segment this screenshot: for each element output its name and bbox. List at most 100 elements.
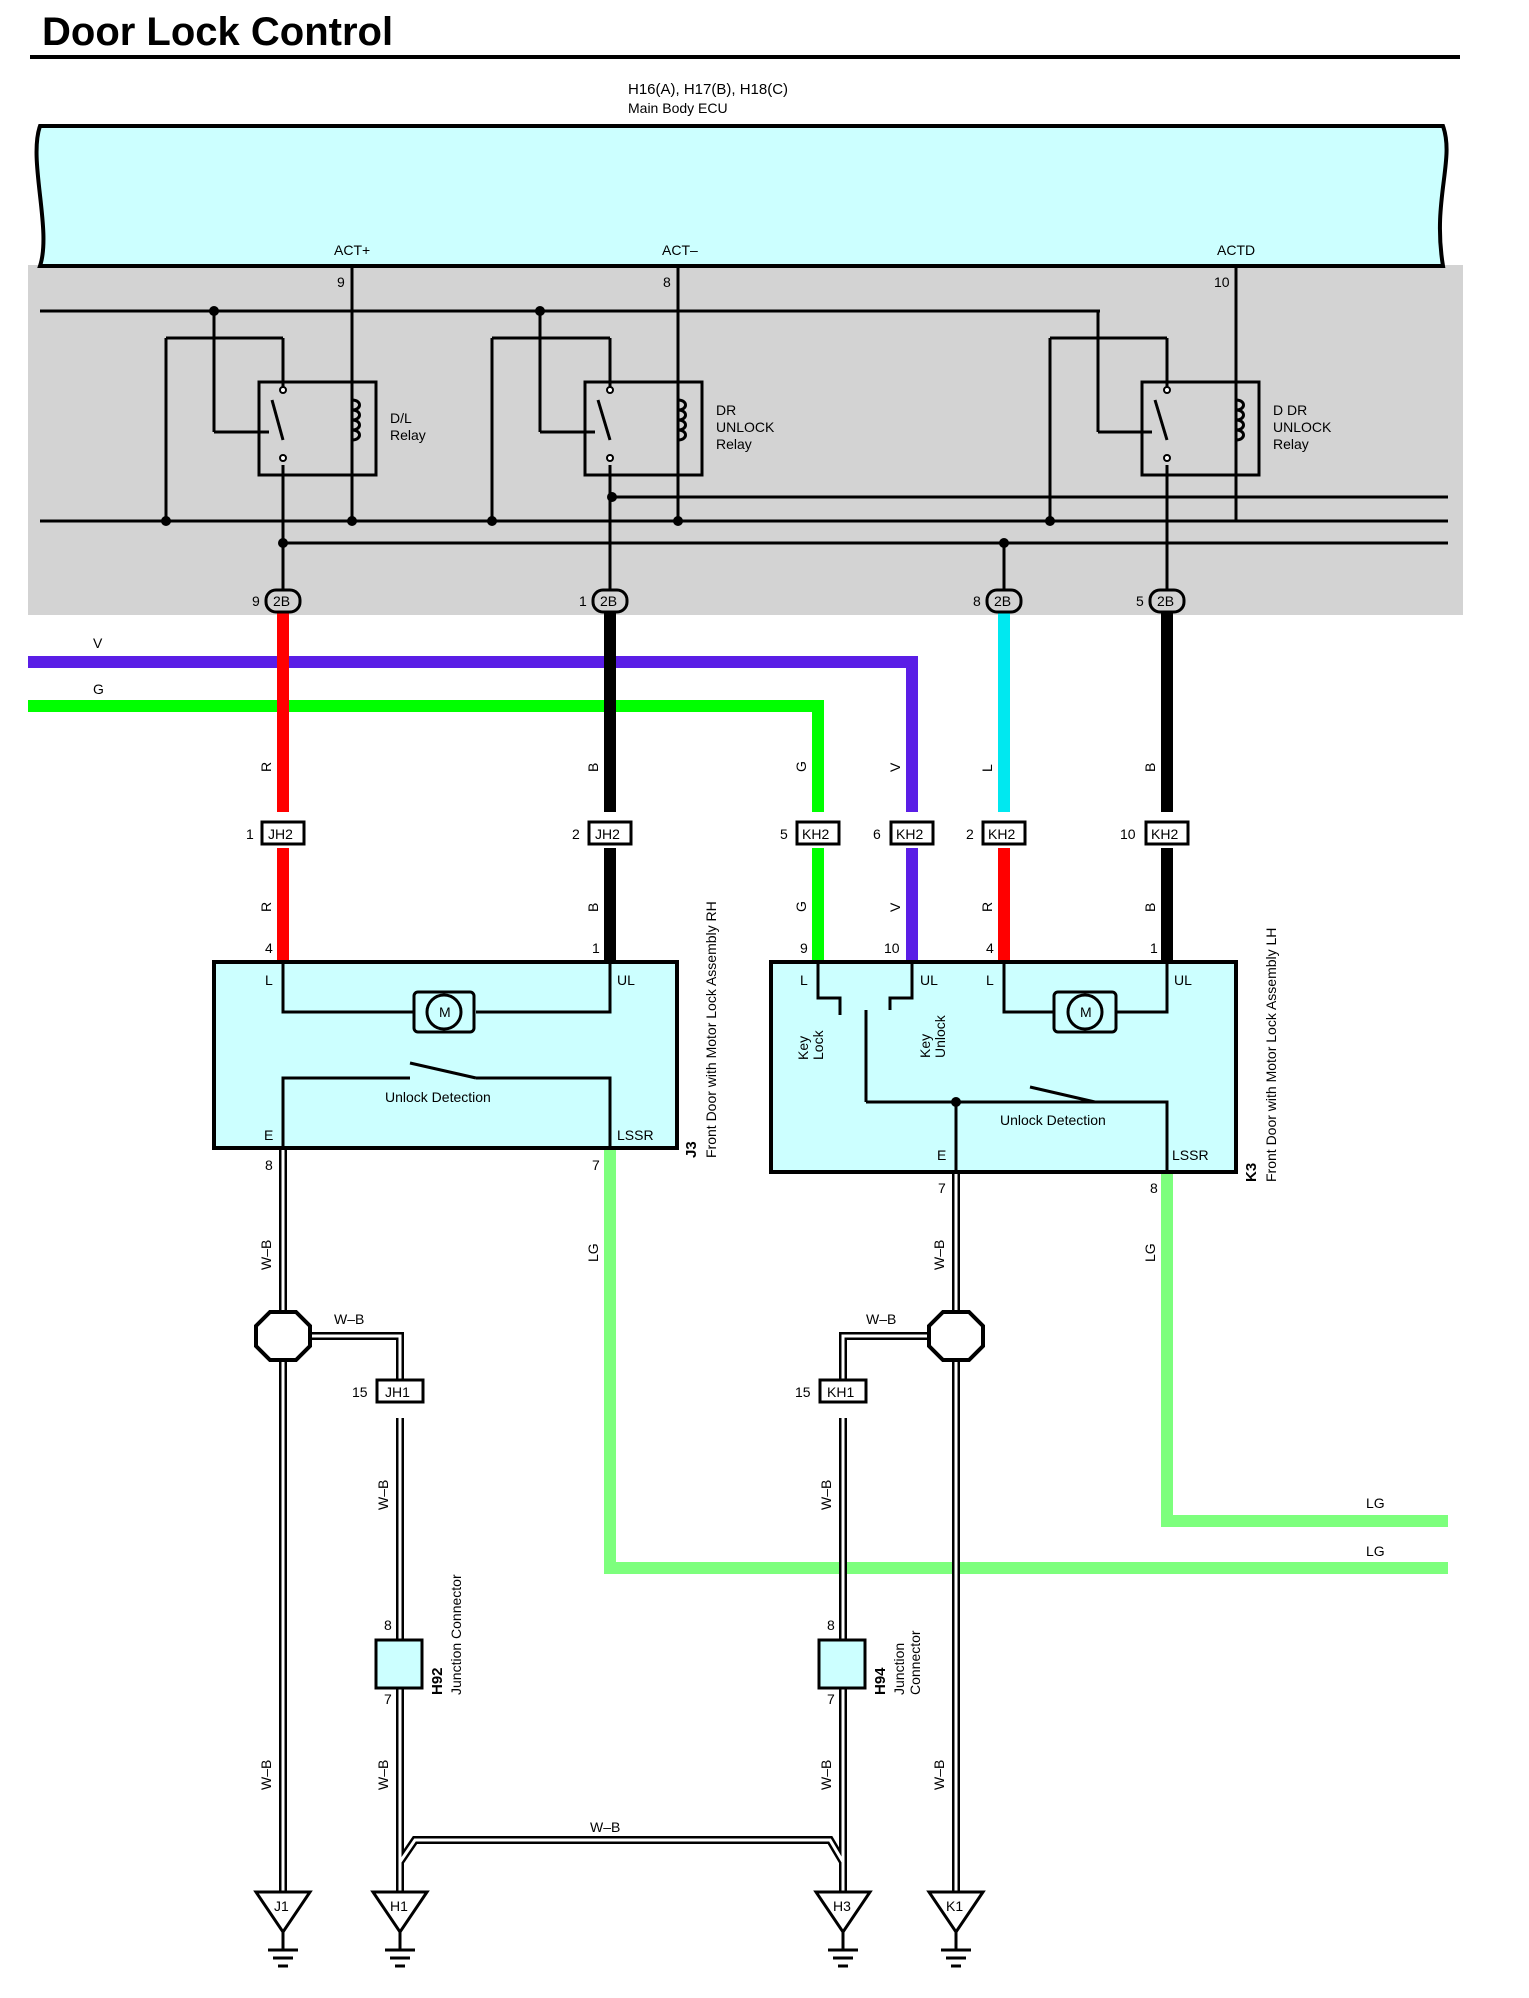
wire-label-wb-4: W–B (866, 1311, 896, 1327)
junction-dots (161, 306, 1171, 548)
terminal-act-plus: ACT+ (334, 242, 370, 258)
dl-relay-label-2: Relay (390, 427, 426, 443)
rh-pin-7: 7 (592, 1157, 600, 1173)
lh-key-lock-1: Key (795, 1036, 811, 1060)
wire-label-wb-10: W–B (931, 1760, 947, 1790)
ecu-codes: H16(A), H17(B), H18(C) (628, 81, 788, 98)
h94-block (817, 1638, 867, 1690)
wire-label-b-2: B (1142, 763, 1158, 772)
lh-terminal-ul-2: UL (1174, 972, 1192, 988)
splice-lh (927, 1310, 985, 1362)
ground-h1: H1 (390, 1898, 408, 1914)
jh1-pin: 15 (352, 1384, 368, 1400)
kh2-pin-5: 5 (780, 826, 788, 842)
motor-rh-icon (425, 993, 463, 1031)
rh-terminal-lssr: LSSR (617, 1127, 654, 1143)
lh-pin-9: 9 (800, 940, 808, 956)
splice-rh (254, 1310, 312, 1362)
dr-unlock-relay-label-2: UNLOCK (716, 419, 775, 435)
wire-label-r-2: R (258, 902, 274, 912)
terminal-act-plus-pin: 9 (337, 274, 345, 290)
dr-unlock-relay-label-1: DR (716, 402, 736, 418)
wire-label-wb-1: W–B (258, 1240, 274, 1270)
lh-pin-7: 7 (938, 1180, 946, 1196)
lh-pin-10: 10 (884, 940, 900, 956)
dr-unlock-relay-label-3: Relay (716, 436, 752, 452)
h94-name-1: Junction (891, 1643, 907, 1695)
lh-switch-label: Unlock Detection (1000, 1112, 1106, 1128)
h92-pin-8: 8 (384, 1617, 392, 1633)
connector-2b-pin-5: 5 (1136, 593, 1144, 609)
kh2-code-4: KH2 (1151, 826, 1178, 842)
rh-pin-4: 4 (265, 940, 273, 956)
kh1-pin: 15 (795, 1384, 811, 1400)
lh-terminal-l-1: L (800, 972, 808, 988)
lh-key-unlock-1: Key (917, 1034, 933, 1058)
wire-lg-rh (604, 1150, 1448, 1574)
kh1-connector (818, 1378, 868, 1404)
wire-g-label: G (93, 681, 104, 697)
rh-terminal-l: L (265, 972, 273, 988)
wire-label-l-1: L (979, 764, 995, 772)
lh-terminal-lssr: LSSR (1172, 1147, 1209, 1163)
wire-label-wb-8: W–B (375, 1760, 391, 1790)
wire-v-label: V (93, 635, 103, 651)
kh1-code: KH1 (827, 1384, 854, 1400)
wire-label-lg-3: LG (1366, 1495, 1385, 1511)
terminal-act-minus-pin: 8 (663, 274, 671, 290)
wire-label-b-3: B (585, 903, 601, 912)
wire-label-wb-9: W–B (818, 1760, 834, 1790)
wire-label-g-1: G (793, 761, 809, 772)
lh-terminal-ul-1: UL (920, 972, 938, 988)
ground-k1: K1 (946, 1898, 963, 1914)
h92-code: H92 (429, 1667, 446, 1695)
ground-symbols (253, 1890, 986, 1968)
wire-label-wb-6: W–B (818, 1480, 834, 1510)
dl-relay-label-1: D/L (390, 410, 412, 426)
jh1-connector (375, 1378, 425, 1404)
connector-2b-code-1: 2B (273, 593, 290, 609)
d-dr-unlock-relay-label-3: Relay (1273, 436, 1309, 452)
wire-label-wb-2: W–B (931, 1240, 947, 1270)
lh-key-lock-2: Lock (810, 1029, 826, 1060)
terminal-actd-pin: 10 (1214, 274, 1230, 290)
lh-junction-dot (951, 1097, 961, 1107)
h94-name-2: Connector (907, 1630, 923, 1695)
wire-v (28, 656, 918, 812)
rh-terminal-ul: UL (617, 972, 635, 988)
lh-terminal-l-2: L (986, 972, 994, 988)
wire-label-lg-4: LG (1366, 1543, 1385, 1559)
lh-pin-1: 1 (1150, 940, 1158, 956)
connector-2b-pin-1: 1 (579, 593, 587, 609)
connector-2b-pin-8: 8 (973, 593, 981, 609)
rh-pin-8: 8 (265, 1157, 273, 1173)
jh2-code-1: JH2 (268, 826, 293, 842)
wire-label-lg-2: LG (1142, 1243, 1158, 1262)
connector-2b-pin-9: 9 (252, 593, 260, 609)
kh2-pin-6: 6 (873, 826, 881, 842)
ecu-name: Main Body ECU (628, 100, 728, 116)
h92-pin-7: 7 (384, 1691, 392, 1707)
wire-label-r-1: R (258, 762, 274, 772)
h94-code: H94 (872, 1667, 889, 1695)
lh-terminal-e: E (937, 1147, 946, 1163)
inline-connectors (260, 820, 1190, 846)
h92-name: Junction Connector (448, 1574, 464, 1695)
wire-label-wb-7: W–B (258, 1760, 274, 1790)
kh2-code-2: KH2 (896, 826, 923, 842)
h94-pin-8: 8 (827, 1617, 835, 1633)
wire-label-v-2: V (887, 902, 903, 912)
connector-2b-code-2: 2B (600, 593, 617, 609)
rh-terminal-e: E (264, 1127, 273, 1143)
lh-assembly-code: K3 (1243, 1163, 1260, 1182)
h94-pin-7: 7 (827, 1691, 835, 1707)
wire-label-lg-1: LG (585, 1243, 601, 1262)
page-title: Door Lock Control (42, 10, 393, 54)
ground-h3: H3 (833, 1898, 851, 1914)
jh1-code: JH1 (385, 1384, 410, 1400)
wire-label-v-1: V (887, 762, 903, 772)
kh2-pin-10: 10 (1120, 826, 1136, 842)
d-dr-unlock-relay-label-2: UNLOCK (1273, 419, 1332, 435)
relay-internal-wiring (40, 268, 1448, 590)
lh-pin-8: 8 (1150, 1180, 1158, 1196)
